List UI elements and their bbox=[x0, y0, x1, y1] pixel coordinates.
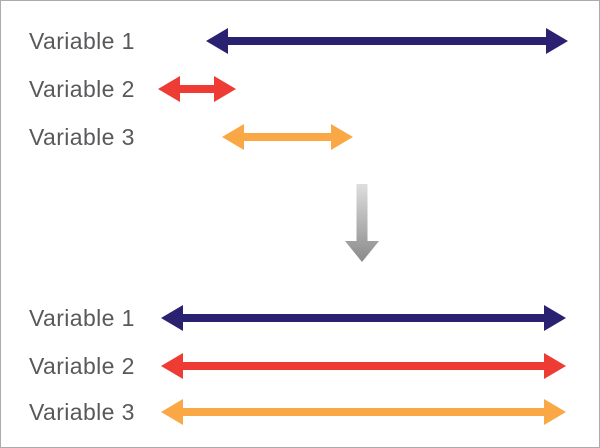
after-variable-2-arrow bbox=[161, 353, 566, 379]
before-variable-1-arrow bbox=[206, 28, 568, 54]
after-variable-1-arrow bbox=[161, 305, 566, 331]
before-variable-3-label: Variable 3 bbox=[29, 124, 135, 150]
before-variable-3-arrow bbox=[222, 124, 353, 150]
before-variable-1-label: Variable 1 bbox=[29, 28, 135, 54]
after-variable-2-label: Variable 2 bbox=[29, 353, 135, 379]
after-variable-1-label: Variable 1 bbox=[29, 305, 135, 331]
after-variable-3-arrow bbox=[161, 399, 566, 425]
down-arrow-icon bbox=[345, 184, 379, 262]
before-variable-2-arrow bbox=[158, 76, 236, 102]
before-variable-2-label: Variable 2 bbox=[29, 76, 135, 102]
after-variable-3-label: Variable 3 bbox=[29, 399, 135, 425]
